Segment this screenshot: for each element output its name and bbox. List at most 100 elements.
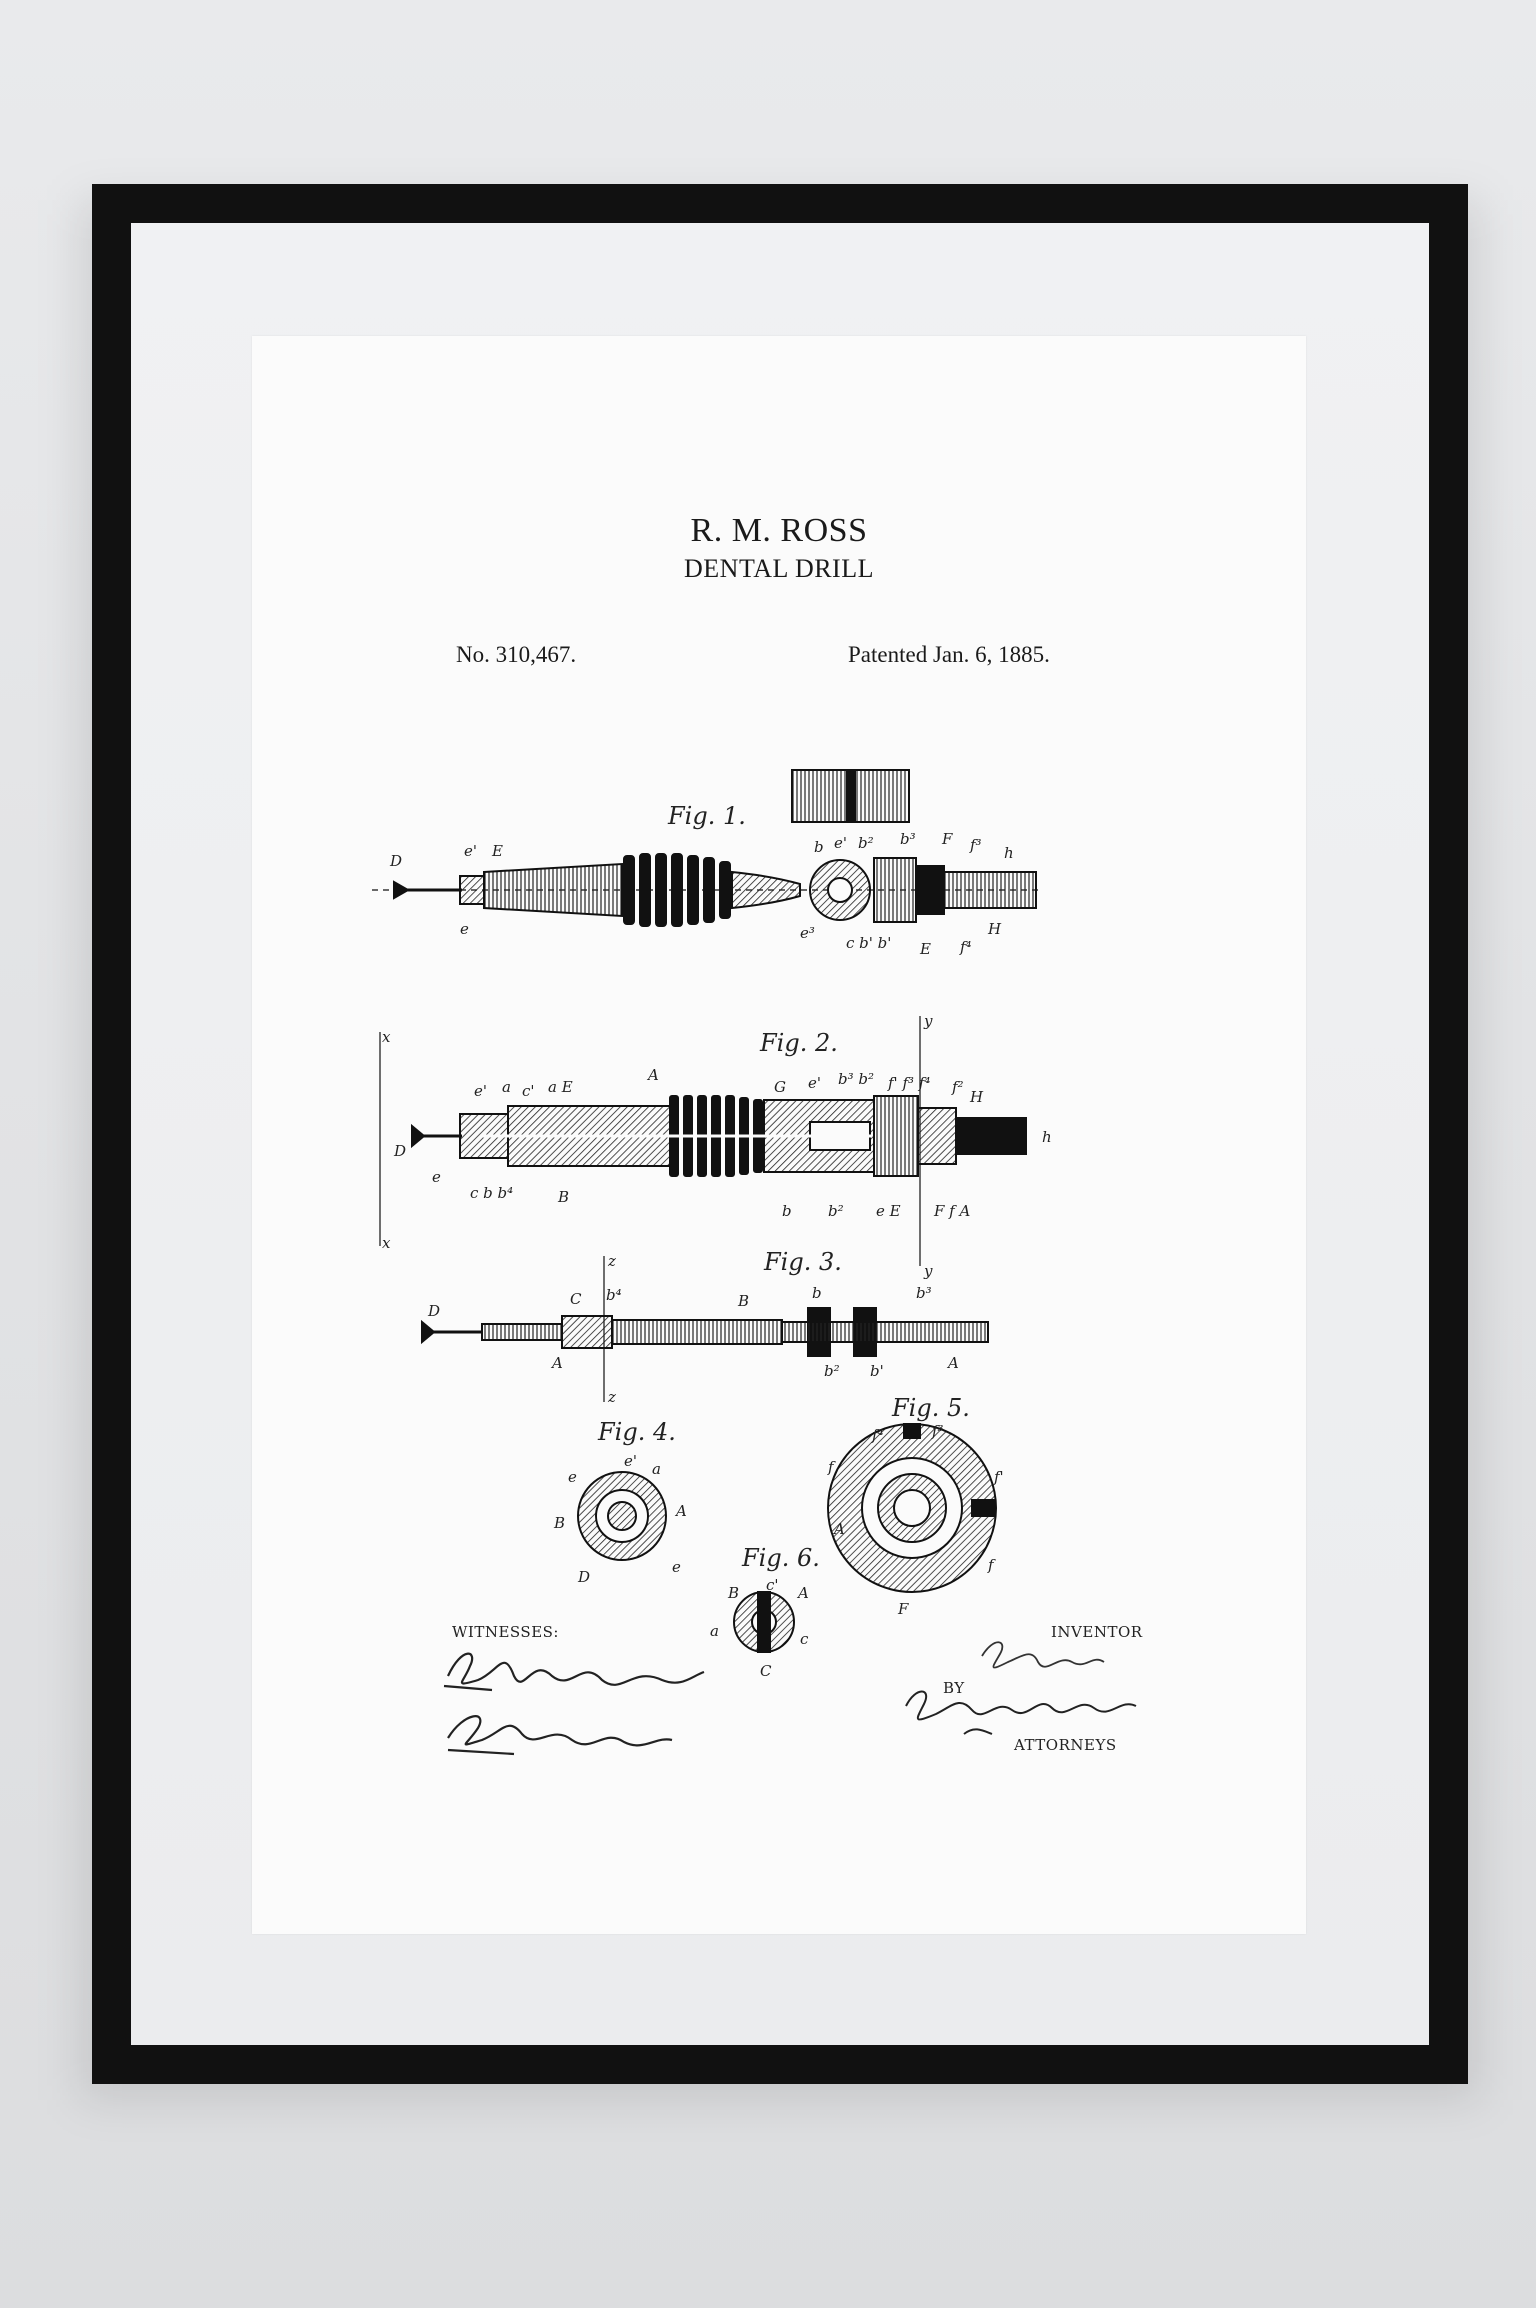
svg-text:a: a — [652, 1460, 661, 1478]
svg-text:A: A — [832, 1520, 845, 1538]
attorneys-label: ATTORNEYS — [1014, 1736, 1117, 1754]
svg-text:a E: a E — [548, 1078, 573, 1096]
svg-text:b³: b³ — [900, 830, 916, 848]
patent-date: Patented Jan. 6, 1885. — [848, 642, 1050, 667]
fig2-section — [379, 1016, 1027, 1266]
witness-signature-1 — [443, 1652, 705, 1692]
svg-text:D: D — [389, 852, 402, 870]
svg-text:D: D — [427, 1302, 440, 1320]
svg-text:F f A: F f A — [933, 1202, 970, 1220]
attorneys-signature — [905, 1690, 1137, 1735]
svg-text:D: D — [393, 1142, 406, 1160]
svg-text:B: B — [737, 1292, 749, 1310]
svg-text:f' f³ f⁴: f' f³ f⁴ — [887, 1074, 930, 1092]
svg-text:A: A — [646, 1066, 659, 1084]
fig5-section — [827, 1423, 997, 1593]
svg-text:G: G — [774, 1078, 786, 1096]
svg-text:z: z — [607, 1252, 616, 1270]
svg-text:b²: b² — [858, 834, 874, 852]
svg-text:A: A — [674, 1502, 687, 1520]
svg-text:y: y — [923, 1012, 933, 1030]
svg-text:e³: e³ — [800, 924, 815, 942]
svg-text:z: z — [607, 1388, 616, 1406]
fig6-label: Fig. 6. — [741, 1544, 820, 1572]
svg-text:h: h — [1042, 1128, 1052, 1146]
svg-text:f': f' — [993, 1468, 1004, 1486]
patent-number: No. 310,467. — [456, 642, 577, 667]
svg-text:b: b — [782, 1202, 792, 1220]
svg-text:e: e — [672, 1558, 681, 1576]
svg-text:C: C — [760, 1662, 772, 1680]
svg-text:H: H — [969, 1088, 984, 1106]
fig3-label: Fig. 3. — [763, 1248, 842, 1276]
svg-text:E: E — [491, 842, 503, 860]
svg-text:E: E — [919, 940, 931, 958]
invention-title: DENTAL DRILL — [684, 554, 874, 583]
svg-text:b': b' — [870, 1362, 884, 1380]
fig6-section — [733, 1591, 795, 1653]
svg-text:x: x — [382, 1234, 391, 1252]
svg-text:f⁴: f⁴ — [959, 938, 972, 956]
svg-text:f: f — [827, 1458, 836, 1476]
witnesses-label: WITNESSES: — [452, 1623, 559, 1641]
svg-text:e': e' — [834, 834, 847, 852]
svg-text:F: F — [897, 1600, 909, 1618]
svg-text:b²: b² — [824, 1362, 840, 1380]
svg-text:c b b⁴: c b b⁴ — [470, 1184, 513, 1202]
fig2-label: Fig. 2. — [759, 1029, 838, 1057]
svg-text:c: c — [800, 1630, 809, 1648]
svg-text:c b' b': c b' b' — [846, 934, 891, 952]
svg-text:f³: f³ — [931, 1422, 944, 1440]
svg-text:A: A — [550, 1354, 563, 1372]
inventor-label: INVENTOR — [1051, 1623, 1143, 1641]
svg-text:x: x — [382, 1028, 391, 1046]
svg-text:e: e — [568, 1468, 577, 1486]
svg-text:B: B — [557, 1188, 569, 1206]
fig1-label: Fig. 1. — [667, 802, 746, 830]
fig3-shaft — [421, 1256, 989, 1402]
svg-text:H: H — [987, 920, 1002, 938]
svg-text:e': e' — [808, 1074, 821, 1092]
fig4-section — [577, 1471, 667, 1561]
svg-text:e': e' — [474, 1082, 487, 1100]
patent-drawing: Fig. 1. — [372, 769, 1137, 1756]
svg-text:b³ b²: b³ b² — [838, 1070, 874, 1088]
svg-text:F: F — [941, 830, 953, 848]
by-label: BY — [943, 1679, 965, 1697]
svg-text:e: e — [432, 1168, 441, 1186]
witness-signature-2 — [447, 1715, 673, 1756]
svg-text:a: a — [710, 1622, 719, 1640]
svg-text:y: y — [923, 1262, 933, 1280]
svg-text:e': e' — [464, 842, 477, 860]
svg-text:e': e' — [624, 1452, 637, 1470]
svg-text:b³: b³ — [916, 1284, 932, 1302]
fig4-label: Fig. 4. — [597, 1418, 676, 1446]
fig4-letters: e e' aA B D e — [553, 1452, 687, 1586]
svg-text:f⁴: f⁴ — [871, 1426, 884, 1444]
svg-text:A: A — [796, 1584, 809, 1602]
fig5-label: Fig. 5. — [891, 1394, 970, 1422]
svg-text:b⁴: b⁴ — [606, 1286, 622, 1304]
svg-text:c': c' — [766, 1576, 779, 1594]
svg-text:B: B — [727, 1584, 739, 1602]
svg-text:h: h — [1004, 844, 1014, 862]
svg-text:b²: b² — [828, 1202, 844, 1220]
svg-text:e E: e E — [876, 1202, 901, 1220]
fig1-drill — [372, 853, 1042, 927]
svg-text:b: b — [814, 838, 824, 856]
svg-text:b: b — [812, 1284, 822, 1302]
inventor-name-title: R. M. ROSS — [690, 512, 868, 549]
svg-text:D: D — [577, 1568, 590, 1586]
svg-text:f²: f² — [951, 1078, 964, 1096]
svg-text:f³: f³ — [969, 836, 982, 854]
svg-text:A: A — [946, 1354, 959, 1372]
patent-print: R. M. ROSS DENTAL DRILL No. 310,467. Pat… — [252, 336, 1306, 1934]
fig1-cap — [791, 769, 910, 823]
inventor-signature — [981, 1641, 1105, 1669]
svg-text:B: B — [553, 1514, 565, 1532]
svg-text:C: C — [570, 1290, 582, 1308]
